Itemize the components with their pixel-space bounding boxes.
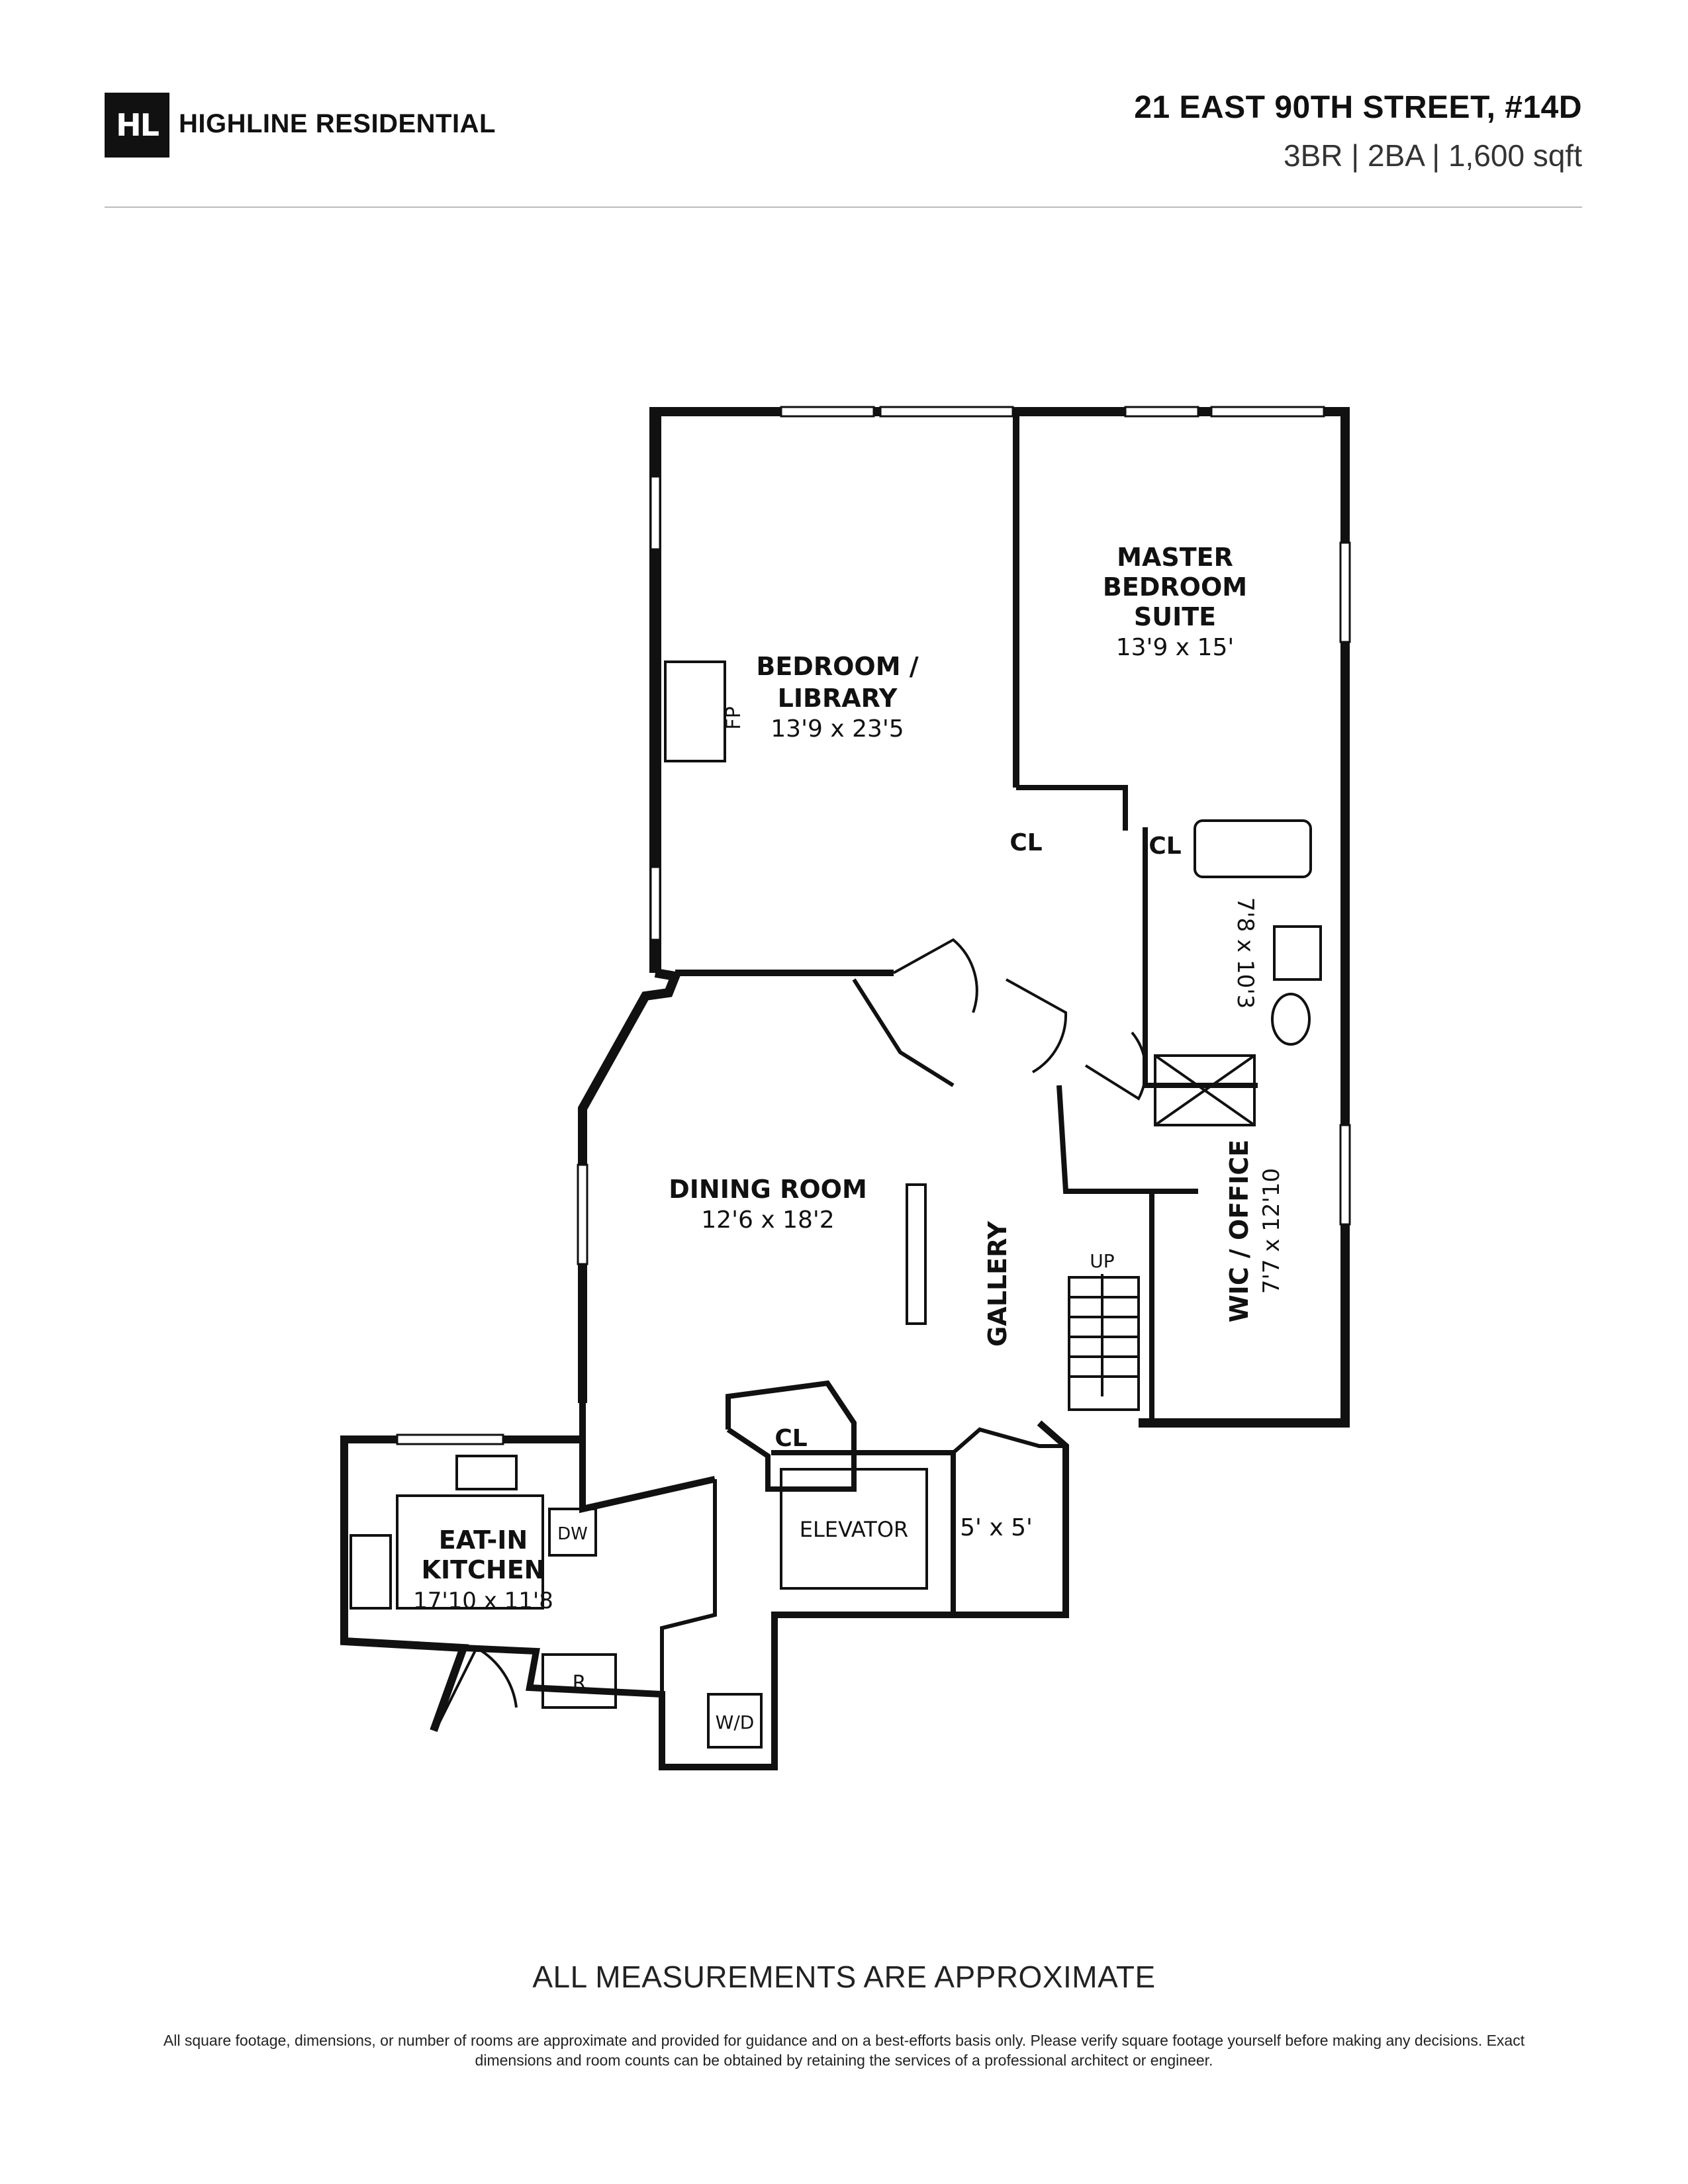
wall-pantry: [660, 1479, 717, 1694]
washer-dryer: [707, 1693, 763, 1749]
kitchen-label: EAT-IN: [439, 1525, 528, 1555]
header-divider: [105, 206, 1582, 208]
sink-vanity: [1273, 925, 1322, 981]
disclaimer-text: All square footage, dimensions, or numbe…: [163, 2032, 1525, 2069]
closet-label: CL: [1149, 833, 1181, 860]
master-bedroom-dimensions: 13'9 x 15': [1116, 634, 1235, 661]
wall-gallery-east: [1056, 1085, 1154, 1423]
toilet: [1271, 993, 1311, 1046]
listing-address: 21 EAST 90TH STREET, #14D: [1134, 90, 1582, 125]
fireplace-label: FP: [722, 706, 745, 729]
exterior-wall-dining-west: [578, 968, 682, 1403]
wic-office-label: WIC / OFFICE: [1225, 1140, 1254, 1322]
wall-dining-bedroom-angle: [852, 978, 955, 1087]
window: [1339, 541, 1351, 643]
measurement-notice: ALL MEASUREMENTS ARE APPROXIMATE: [532, 1960, 1156, 1994]
master-bedroom-label: BEDROOM: [1103, 572, 1247, 602]
window: [1124, 406, 1199, 418]
door-swing: [436, 1646, 518, 1728]
bedroom-library-dimensions: 13'9 x 23'5: [771, 715, 904, 743]
dining-room-dimensions: 12'6 x 18'2: [701, 1206, 834, 1234]
refrigerator: [541, 1653, 617, 1709]
gallery-label: GALLERY: [983, 1221, 1012, 1347]
closet-label: CL: [774, 1425, 807, 1452]
shower: [1154, 1054, 1256, 1126]
wall-closet-core: [726, 1380, 857, 1492]
fireplace: [664, 660, 726, 762]
bathroom-dimensions: 7'8 x 10'3: [1232, 897, 1258, 1009]
exterior-wall-south: [463, 1420, 1069, 1770]
kitchen-sink: [455, 1455, 518, 1490]
stairs-up-label: UP: [1090, 1250, 1114, 1272]
dishwasher-label: DW: [557, 1524, 588, 1544]
window: [879, 406, 1014, 418]
door-swing: [893, 938, 978, 1013]
bathtub: [1194, 819, 1312, 878]
windows: [396, 406, 1351, 1445]
window: [649, 475, 661, 551]
kitchen-island: [396, 1494, 544, 1610]
wic-office-dimensions: 7'7 x 12'10: [1258, 1168, 1285, 1294]
kitchen-dimensions: 17'10 x 11'8: [413, 1588, 553, 1614]
bedroom-library-label: LIBRARY: [778, 684, 898, 713]
window: [1339, 1124, 1351, 1226]
brand-name: HIGHLINE RESIDENTIAL: [179, 109, 496, 138]
dishwasher: [548, 1508, 597, 1557]
window: [396, 1433, 504, 1445]
refrigerator-label: R: [573, 1672, 586, 1695]
dining-table: [906, 1183, 927, 1325]
master-bedroom-label: MASTER: [1117, 543, 1233, 572]
window: [780, 406, 875, 418]
dining-room-label: DINING ROOM: [669, 1175, 867, 1204]
door-swing: [1084, 1031, 1147, 1101]
kitchen-label: KITCHEN: [422, 1555, 545, 1584]
master-bedroom-label: SUITE: [1134, 602, 1216, 631]
brand-logo: HL: [105, 93, 169, 158]
window: [649, 866, 661, 941]
closet-label: CL: [1009, 829, 1042, 856]
wall-bath-west: [1143, 827, 1258, 1088]
fixtures: [350, 660, 1322, 1749]
wall-master-south: [1016, 785, 1128, 831]
listing-specs: 3BR | 2BA | 1,600 sqft: [1284, 138, 1582, 173]
room-labels: BEDROOM / LIBRARY 13'9 x 23'5 MASTER BED…: [413, 543, 1285, 1733]
elevator-cab: [780, 1468, 928, 1590]
wall-kitchen-east: [579, 1403, 716, 1514]
shower: [1154, 1054, 1256, 1126]
range: [350, 1534, 392, 1610]
bedroom-library-label: BEDROOM /: [756, 652, 918, 681]
wall-vestibule: [952, 1427, 1066, 1455]
door-swing: [1006, 978, 1068, 1073]
vestibule-dimensions: 5' x 5': [960, 1514, 1033, 1541]
window: [577, 1163, 588, 1265]
washer-dryer-label: W/D: [716, 1711, 755, 1733]
stairs: [1068, 1274, 1140, 1411]
elevator-label: ELEVATOR: [800, 1517, 908, 1542]
stair-run: [1068, 1276, 1140, 1411]
window: [1210, 406, 1325, 418]
